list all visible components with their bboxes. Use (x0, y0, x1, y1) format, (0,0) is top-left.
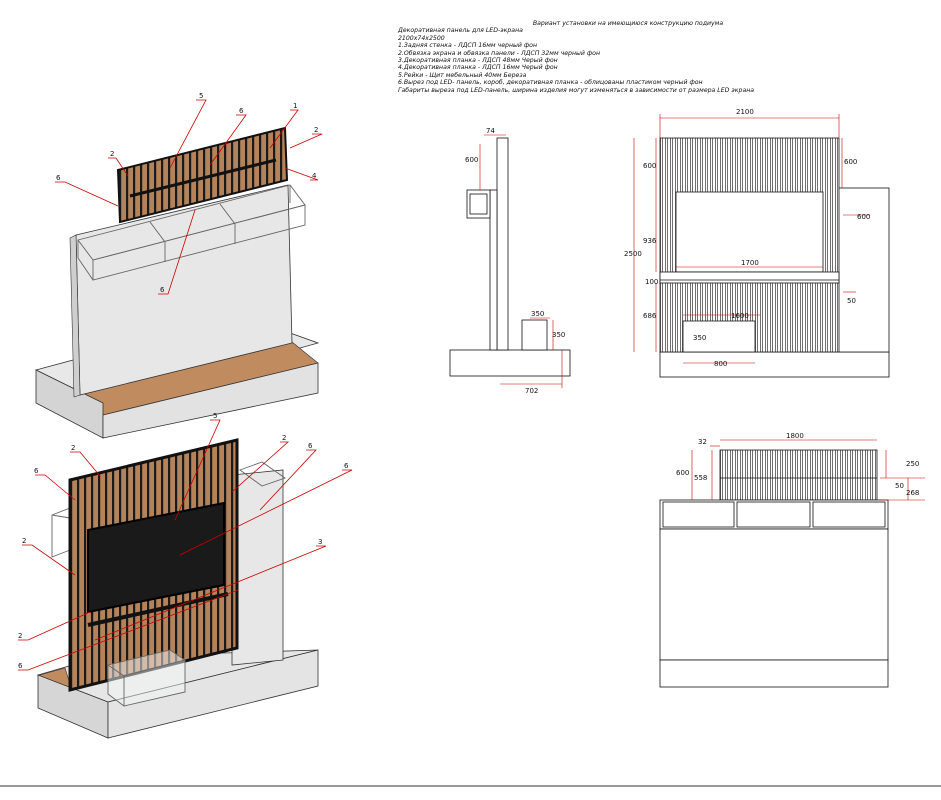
side-podium (449, 349, 571, 377)
callout: 6 (18, 662, 23, 670)
dim-label: 1800 (786, 432, 804, 440)
callout: 6 (344, 462, 349, 470)
page-bottom-rule (0, 785, 941, 787)
iso-view-top: 5 6 1 2 2 4 6 6 (34, 92, 323, 439)
dim-label: 350 (531, 310, 544, 318)
side-lower-box (521, 319, 548, 351)
callouts-bottom-leaders (18, 419, 353, 671)
top-glass-row (659, 499, 889, 530)
dim-label: 268 (906, 489, 919, 497)
back-wall-edge (69, 234, 81, 398)
callout: 2 (282, 434, 286, 442)
callout: 6 (239, 107, 244, 115)
notes-line: Декоративная панель для LED-экрана (398, 27, 523, 35)
dim-label: 50 (895, 482, 904, 490)
dim-label: 50 (847, 297, 856, 305)
decor-panel-top (116, 126, 289, 224)
callout: 6 (160, 286, 165, 294)
dim-label: 600 (676, 469, 689, 477)
notes-line: 2100х74х2500 (398, 34, 445, 42)
callout: 2 (314, 126, 318, 134)
front-led-cutout (675, 191, 824, 273)
dim-label: 600 (643, 162, 656, 170)
front-view (633, 114, 890, 378)
top-podium (659, 528, 889, 661)
notes-line: Габариты выреза под LED-панель, ширина и… (398, 86, 755, 94)
dim-label: 2500 (624, 250, 642, 258)
side-upper-box (466, 189, 491, 219)
dim-label: 2100 (736, 108, 754, 116)
dim-label: 936 (643, 237, 657, 245)
notes-title: Вариант установки на имеющиюся конструкц… (532, 20, 724, 27)
callout: 3 (318, 538, 322, 546)
top-view (659, 439, 925, 688)
callout: 2 (71, 444, 75, 452)
callout: 6 (308, 442, 313, 450)
top-podium-strip (659, 659, 889, 688)
dim-label: 1700 (741, 259, 759, 267)
front-lower-box (682, 320, 756, 353)
glass-box-top (77, 184, 306, 281)
notes-line: 6.Вырез под LED- панель, короб, декорати… (398, 79, 703, 87)
top-slat-panel (719, 449, 878, 501)
front-rail (659, 271, 840, 284)
callouts-top-leaders (55, 99, 323, 295)
callout: 2 (110, 150, 114, 158)
dim-label: 100 (645, 278, 658, 286)
dim-label: 350 (693, 334, 706, 342)
callout: 2 (18, 632, 22, 640)
iso-view-bottom: 5 2 2 6 6 6 2 3 2 6 (18, 412, 353, 739)
dim-label: 74 (486, 127, 495, 135)
callout: 6 (34, 467, 39, 475)
callout: 2 (22, 537, 26, 545)
back-wall-bottom (231, 469, 284, 666)
dim-label: 800 (714, 360, 727, 368)
dim-label: 702 (525, 387, 538, 395)
dim-label: 350 (552, 331, 565, 339)
podium-side-face (102, 362, 319, 439)
front-side-box (837, 187, 890, 353)
podium-bottom-side (107, 649, 319, 739)
decor-strip (87, 592, 229, 627)
notes-line: 4.Декоративная планка - ЛДСП 16мм Черый … (398, 64, 558, 72)
side-panel (496, 137, 509, 351)
dim-label: 250 (906, 460, 919, 468)
dim-label: 558 (694, 474, 707, 482)
panel-strip (129, 158, 277, 198)
callout: 5 (199, 92, 203, 100)
callout: 6 (56, 174, 61, 182)
dim-label: 600 (857, 213, 870, 221)
dim-label: 686 (643, 312, 657, 320)
dim-label: 1600 (731, 312, 749, 320)
callout: 1 (293, 102, 297, 110)
callout: 5 (213, 412, 217, 420)
dim-label: 600 (465, 156, 478, 164)
notes-line: 2.Обвязка экрана и обвязка панели - ЛДСП… (398, 49, 601, 57)
dim-label: 32 (698, 438, 707, 446)
notes-line: 1.Задняя стенка - ЛДСП 16мм черный фон (398, 42, 537, 50)
glass-box-front (107, 649, 186, 707)
front-podium (659, 351, 890, 378)
notes-line: 3.Декоративная планка - ЛДСП 48мм Черый … (398, 57, 558, 65)
side-panel-front (489, 189, 498, 351)
spec-notes: Вариант установки на имеющиюся конструкц… (398, 20, 818, 94)
side-view (449, 134, 571, 388)
callout: 4 (312, 172, 317, 180)
notes-line: 5.Рейки - Щит мебельный 40мм Береза (398, 71, 527, 79)
dim-label: 600 (844, 158, 857, 166)
